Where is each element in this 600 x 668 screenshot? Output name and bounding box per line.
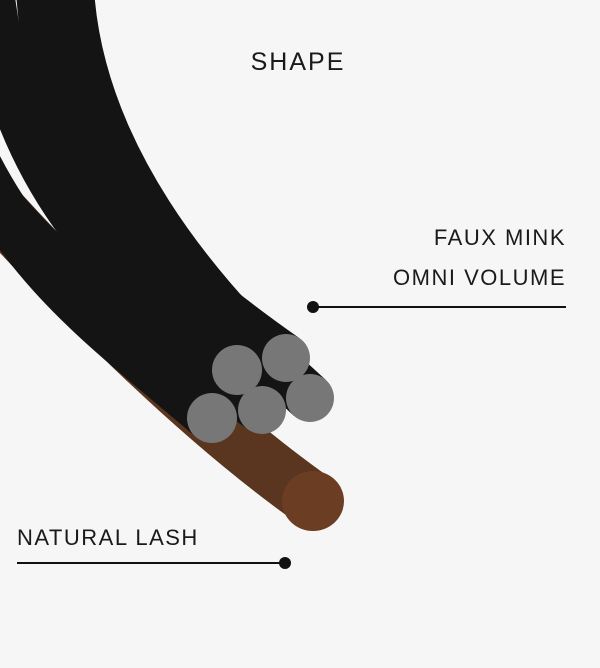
product-label-line1: FAUX MINK [433,225,566,250]
fiber-end [187,393,237,443]
natural-lash-label: NATURAL LASH [17,525,199,550]
fiber-end [262,334,310,382]
fiber [16,0,300,378]
section-title: SHAPE [250,48,346,76]
product-label-line2: OMNI VOLUME [393,265,566,290]
fiber-end [212,345,262,395]
fiber [0,156,229,437]
natural-callout-dot [279,557,291,569]
product-callout-dot [307,301,319,313]
fiber-end [238,386,286,434]
fiber-end [286,374,334,422]
natural-lash-end [282,471,344,531]
